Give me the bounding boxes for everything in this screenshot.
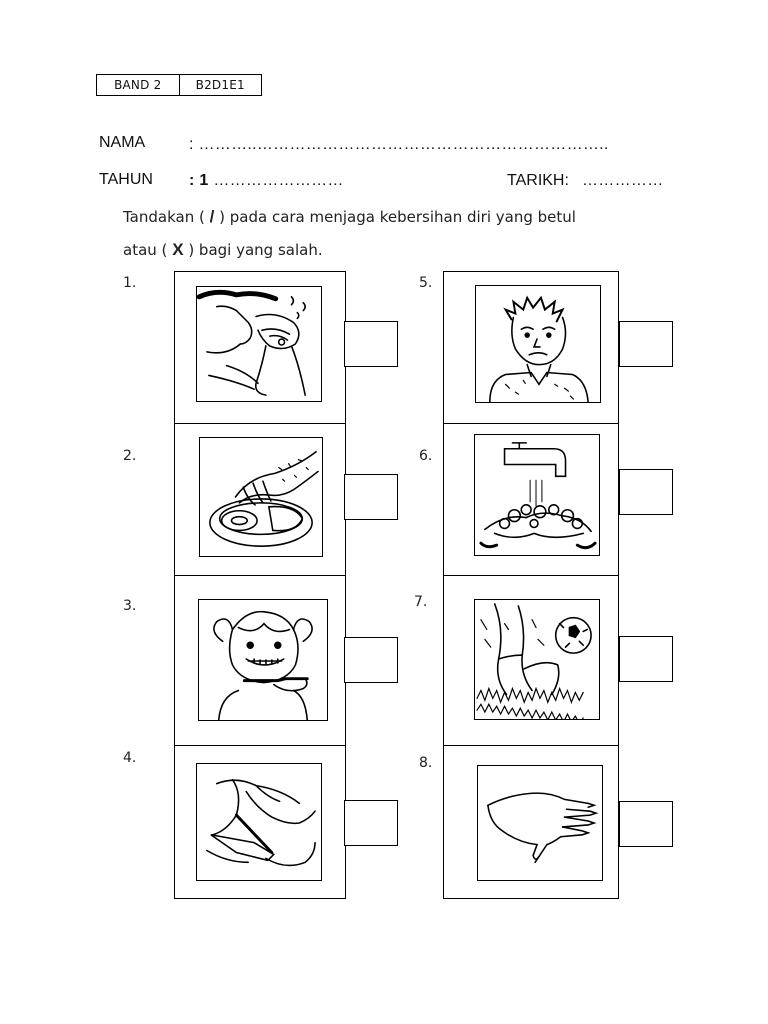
answer-box-1[interactable]	[344, 321, 398, 367]
instruction-text-1a: Tandakan (	[123, 208, 205, 226]
dirty-hand-food-icon	[199, 437, 323, 557]
divider	[174, 575, 346, 576]
girl-brushing-teeth-icon	[198, 599, 328, 721]
instruction-text-1b: ) pada cara menjaga kebersihan diri yang…	[219, 208, 576, 226]
answer-box-5[interactable]	[619, 321, 673, 367]
instruction-text-2a: atau (	[123, 241, 168, 259]
answer-box-4[interactable]	[344, 800, 398, 846]
cross-symbol: X	[172, 240, 184, 259]
item-number: 2.	[123, 448, 137, 464]
answer-box-7[interactable]	[619, 636, 673, 682]
instruction-line-2: atau ( X ) bagi yang salah.	[123, 240, 323, 260]
washing-face-icon	[196, 286, 322, 402]
item-number: 3.	[123, 598, 137, 614]
answer-box-6[interactable]	[619, 469, 673, 515]
divider	[174, 745, 346, 746]
instruction-text-2b: ) bagi yang salah.	[188, 241, 323, 259]
nama-label: NAMA	[99, 134, 146, 151]
instruction-line-1: Tandakan ( / ) pada cara menjaga kebersi…	[123, 207, 576, 227]
divider	[443, 745, 619, 746]
divider	[443, 575, 619, 576]
nama-field[interactable]: : ………..………………………………………………………..	[189, 136, 609, 153]
trimming-nails-icon	[196, 763, 322, 881]
band-level: BAND 2	[114, 78, 162, 92]
item-number: 7.	[414, 594, 428, 610]
item-number: 1.	[123, 275, 137, 291]
playing-football-icon	[474, 599, 600, 720]
divider	[174, 423, 346, 424]
tarikh-label: TARIKH:	[507, 172, 569, 189]
dirty-boy-icon	[475, 285, 601, 403]
band-code: B2D1E1	[178, 75, 262, 95]
item-number: 8.	[419, 755, 433, 771]
divider	[443, 423, 619, 424]
washing-hands-tap-icon	[474, 434, 600, 556]
band-table: BAND 2 B2D1E1	[96, 74, 262, 96]
long-nails-hand-icon	[477, 765, 603, 881]
tahun-field[interactable]: : 1 ……………………	[189, 172, 344, 190]
item-number: 6.	[419, 448, 433, 464]
tick-symbol: /	[209, 207, 215, 226]
tarikh-field[interactable]: ……………	[582, 172, 664, 189]
answer-box-8[interactable]	[619, 801, 673, 847]
tahun-label: TAHUN	[99, 171, 153, 188]
tahun-dots: ……………………	[213, 172, 344, 189]
item-number: 5.	[419, 275, 433, 291]
item-number: 4.	[123, 750, 137, 766]
answer-box-2[interactable]	[344, 474, 398, 520]
answer-box-3[interactable]	[344, 637, 398, 683]
tahun-value: : 1	[189, 172, 209, 189]
